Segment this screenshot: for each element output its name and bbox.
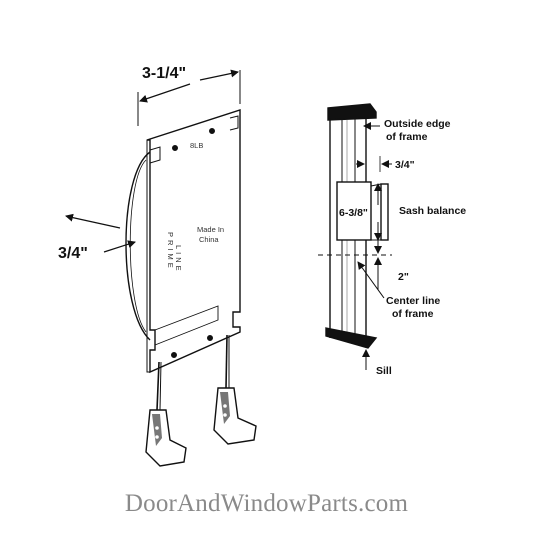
width-dim-label: 3-1/4" (142, 65, 186, 82)
center-line-label-line1: Center line (386, 295, 440, 307)
balance-box (336, 181, 372, 241)
balance-curved-side (125, 151, 151, 341)
brand-prime: PRIME (166, 232, 175, 271)
brand-line: LINE (174, 245, 183, 274)
height-dim-label: 6-3/8" (339, 207, 368, 219)
made-in-line2: China (199, 235, 219, 244)
sash-balance-unit-drawing (125, 109, 257, 467)
center-offset-dim-label: 2" (398, 271, 409, 283)
depth-dimension: 3/4" (58, 213, 136, 262)
center-line-label-line2: of frame (392, 308, 434, 320)
made-in-line1: Made In (197, 225, 224, 234)
left-shoe (145, 409, 187, 467)
offset-dim-label: 3/4" (395, 159, 415, 171)
weight-mark: 8LB (190, 141, 203, 150)
frame-side-drawing (325, 103, 389, 349)
outside-edge-line2: of frame (386, 131, 428, 143)
watermark: DoorAndWindowParts.com (124, 490, 409, 517)
depth-dim-label: 3/4" (58, 245, 88, 262)
sash-balance-label: Sash balance (399, 205, 466, 217)
width-dimension: 3-1/4" (137, 65, 241, 126)
sill-label: Sill (376, 365, 392, 377)
outside-edge-line1: Outside edge (384, 118, 451, 130)
right-shoe (213, 387, 257, 445)
